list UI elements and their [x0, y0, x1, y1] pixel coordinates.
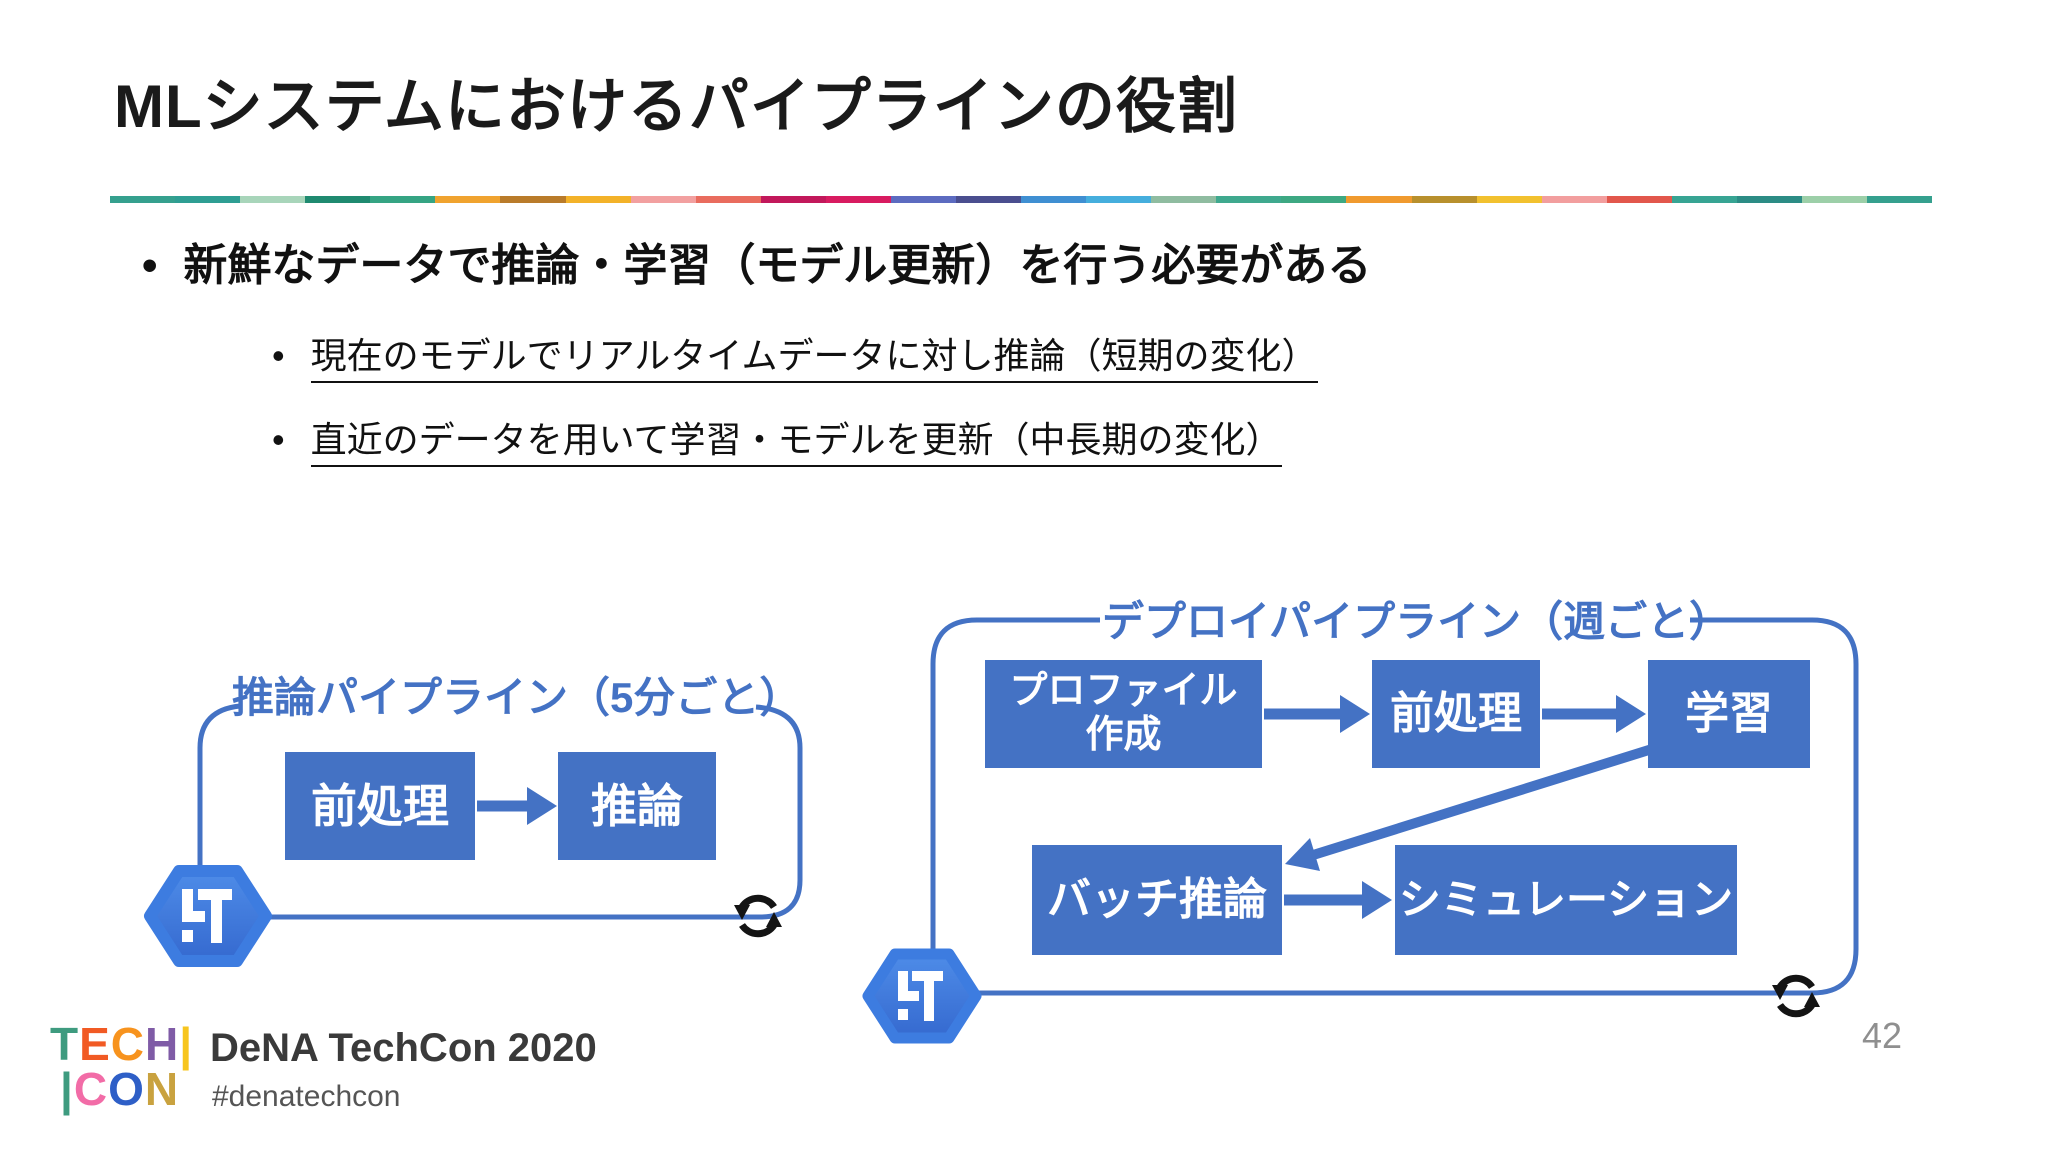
event-hashtag: #denatechcon — [212, 1080, 401, 1113]
divider-segment — [1867, 196, 1933, 203]
logo-letter: T — [50, 1018, 80, 1070]
divider-segment — [760, 196, 826, 203]
divider-segment — [175, 196, 241, 203]
page-number: 42 — [1862, 1015, 1903, 1056]
divider-segment — [630, 196, 696, 203]
event-name: DeNA TechCon 2020 — [210, 1026, 597, 1070]
inference-loop-border — [197, 703, 803, 920]
title-divider — [110, 196, 1933, 203]
deploy-loop-border — [930, 617, 1859, 996]
digdag-workflow-icon — [144, 865, 272, 967]
box-batch-inference: バッチ推論 — [1032, 845, 1282, 955]
bullet-sub-2: • 直近のデータを用いて学習・モデルを更新（中長期の変化） — [272, 418, 1282, 468]
bullet-sub1-text: 現在のモデルでリアルタイムデータに対し推論（短期の変化） — [310, 334, 1318, 384]
box-preprocess: 前処理 — [1372, 660, 1540, 768]
divider-segment — [695, 196, 761, 203]
divider-segment — [1281, 196, 1347, 203]
bullet-main-text: 新鮮なデータで推論・学習（モデル更新）を行う必要がある — [183, 241, 1372, 290]
divider-segment — [565, 196, 631, 203]
arrow-profile-to-preprocess — [1264, 695, 1370, 733]
divider-segment — [1151, 196, 1217, 203]
arrow-train-to-batch — [1285, 744, 1654, 871]
arrow-preprocess-to-inference — [477, 787, 557, 825]
logo-letter: C — [73, 1063, 109, 1116]
divider-segment — [890, 196, 957, 203]
deploy-pipeline-title: デプロイパイプライン（週ごと） — [1102, 598, 1732, 645]
divider-segment — [305, 196, 371, 203]
box-profile-creation: プロファイル 作成 — [985, 660, 1262, 768]
bullet-sub-1: • 現在のモデルでリアルタイムデータに対し推論（短期の変化） — [272, 334, 1318, 384]
logo-letter: | — [179, 1018, 194, 1070]
divider-segment — [370, 196, 436, 203]
logo-letter: H — [145, 1018, 180, 1070]
divider-segment — [825, 196, 891, 203]
divider-segment — [1216, 196, 1282, 203]
divider-segment — [240, 196, 306, 203]
refresh-cycle-icon — [1772, 974, 1820, 1018]
divider-segment — [1802, 196, 1868, 203]
divider-segment — [435, 196, 501, 203]
arrow-batch-to-simulation — [1284, 881, 1392, 919]
bullet-marker: • — [142, 241, 158, 290]
divider-segment — [956, 196, 1022, 203]
divider-segment — [1021, 196, 1087, 203]
divider-segment — [110, 196, 176, 203]
divider-segment — [1346, 196, 1412, 203]
divider-segment — [1541, 196, 1607, 203]
divider-segment — [1476, 196, 1542, 203]
digdag-workflow-icon — [862, 948, 982, 1044]
bullet-sub2-text: 直近のデータを用いて学習・モデルを更新（中長期の変化） — [310, 418, 1282, 468]
divider-segment — [1671, 196, 1737, 203]
logo-letter: N — [144, 1063, 180, 1116]
bullet-marker: • — [272, 419, 285, 460]
bullet-main: • 新鮮なデータで推論・学習（モデル更新）を行う必要がある — [142, 240, 1371, 293]
box-inference: 推論 — [558, 752, 716, 860]
divider-segment — [1606, 196, 1672, 203]
inference-pipeline-title: 推論パイプライン（5分ごと） — [232, 674, 802, 721]
box-preprocess: 前処理 — [285, 752, 475, 860]
logo-letter: C — [110, 1018, 146, 1070]
page-title: MLシステムにおけるパイプラインの役割 — [114, 73, 1238, 140]
divider-segment — [1736, 196, 1803, 203]
box-simulation: シミュレーション — [1395, 845, 1737, 955]
logo-letter: E — [79, 1018, 111, 1070]
divider-segment — [1086, 196, 1152, 203]
logo-letter: O — [108, 1063, 145, 1116]
divider-segment — [1411, 196, 1477, 203]
bullet-marker: • — [272, 335, 285, 376]
arrow-preprocess-to-train — [1542, 695, 1646, 733]
logo-letter: | — [60, 1063, 74, 1116]
divider-segment — [500, 196, 566, 203]
box-train: 学習 — [1648, 660, 1810, 768]
refresh-cycle-icon — [734, 894, 782, 938]
